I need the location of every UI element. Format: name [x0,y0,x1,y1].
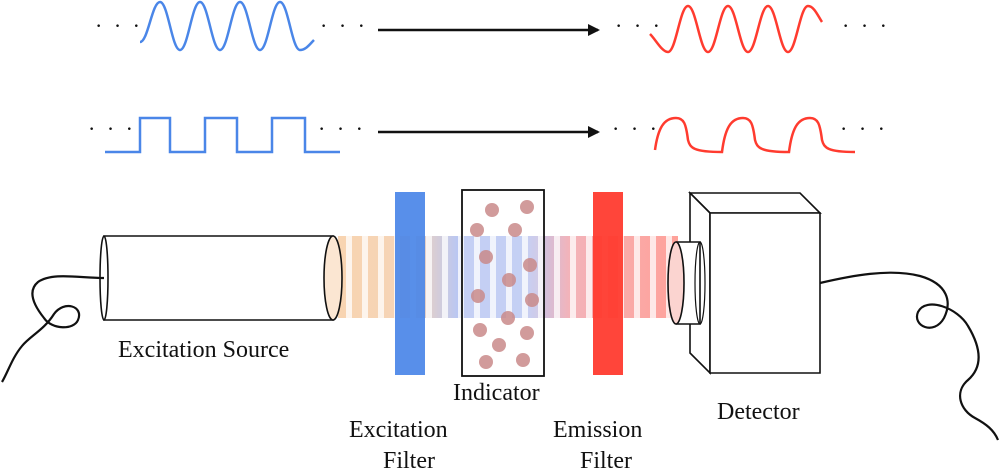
ellipsis-end-sine: · · · [842,13,890,38]
ellipsis-mid-sine: · · · [320,13,368,38]
ellipsis-mid-square: · · · [318,116,366,141]
ellipsis-left-square: · · · [88,116,136,141]
ellipsis-end-square: · · · [840,116,888,141]
emission-sine-wave [649,4,824,54]
indicator-cuvette [461,189,545,377]
excitation-sine-wave [139,0,315,52]
indicator-particles [470,200,539,369]
ellipsis-left-sine: · · · [95,13,143,38]
label-excitation-filter-line2: Filter [383,448,435,474]
label-excitation-source: Excitation Source [118,337,289,363]
ellipsis-right-sine: · · · [615,13,663,38]
label-excitation-filter-line1: Excitation [349,417,448,443]
excitation-filter [395,192,425,375]
source-cable [1,275,105,383]
detector-cable [819,271,1000,441]
emission-filter [593,192,623,375]
label-detector: Detector [717,399,800,425]
emission-exponential-wave [653,116,856,154]
ellipsis-right-square: · · · [612,116,660,141]
label-emission-filter-line1: Emission [553,417,642,443]
excitation-source [99,235,343,321]
excitation-square-wave [105,116,340,154]
label-emission-filter-line2: Filter [580,448,632,474]
detector [667,191,822,375]
label-indicator: Indicator [453,380,540,406]
